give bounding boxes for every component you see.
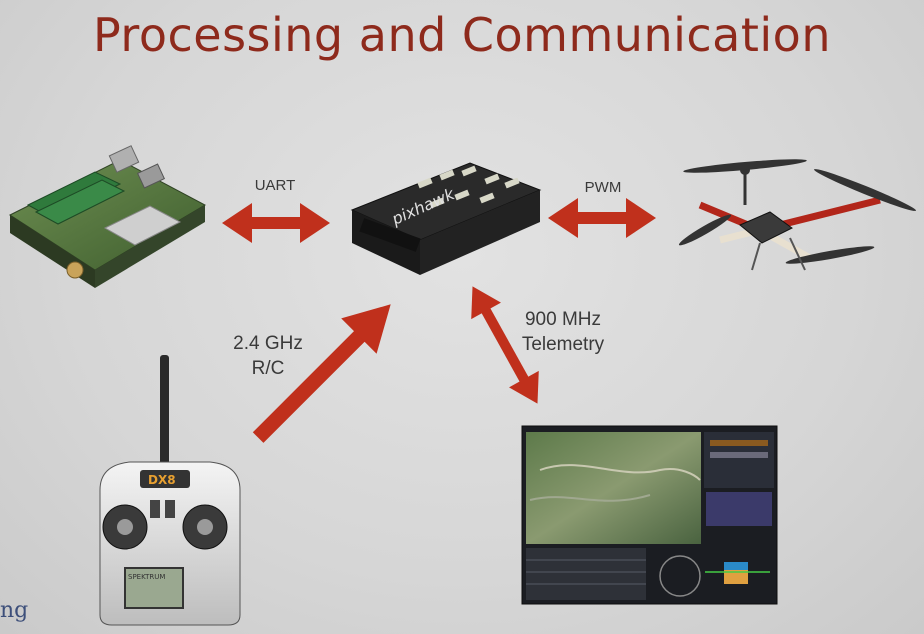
- pixhawk-flight-controller: pixhawk: [350, 162, 542, 275]
- rc-frequency: 2.4 GHz: [233, 333, 303, 354]
- transmitter-maker-text: SPEKTRUM: [128, 573, 165, 581]
- rc-arrow: [252, 304, 391, 443]
- quadcopter: [678, 159, 917, 271]
- footer-logo-fragment: ng: [0, 598, 29, 623]
- rc-transmitter: DX8 SPEKTRUM: [99, 355, 241, 626]
- telemetry-frequency: 900 MHz: [524, 309, 602, 330]
- telemetry-arrow: [471, 286, 539, 404]
- rc-text: R/C: [251, 357, 285, 379]
- telemetry-label: 900 MHz Telemetry: [508, 308, 618, 357]
- arrows: [222, 198, 656, 443]
- companion-computer-board: [8, 145, 207, 288]
- telemetry-text: Telemetry: [521, 333, 605, 355]
- ground-station-screen: [521, 425, 778, 605]
- slide-title: Processing and Communication: [93, 8, 831, 62]
- pwm-arrow: [548, 198, 656, 238]
- transmitter-brand-text: DX8: [148, 473, 176, 487]
- uart-arrow: [222, 203, 330, 243]
- pwm-label: PWM: [584, 179, 622, 196]
- rc-label: 2.4 GHz R/C: [218, 332, 318, 381]
- uart-label: UART: [254, 177, 296, 194]
